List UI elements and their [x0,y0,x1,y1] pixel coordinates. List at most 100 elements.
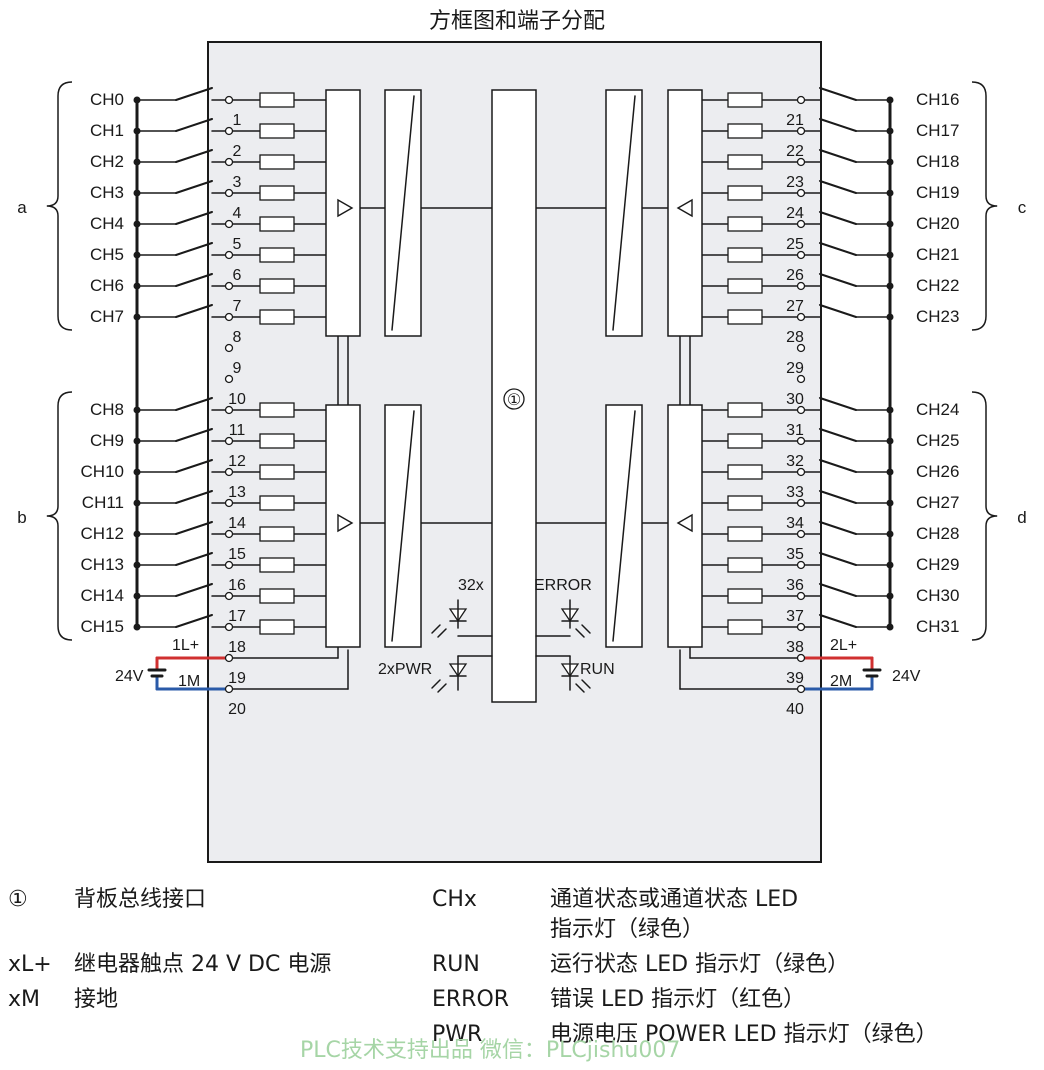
led-32x-icon-ray [437,628,447,638]
triangle-left-icon [676,198,693,218]
terminal-number-20: 20 [228,701,246,718]
legend-desc-chx-2: 指示灯（绿色） [550,917,705,942]
isolation-slash [612,95,636,331]
terminal-number-9: 9 [233,360,242,377]
legend-desc-pwr: 电源电压 POWER LED 指示灯（绿色） [550,1022,938,1047]
switch-contact [175,118,213,132]
terminal-number-35: 35 [786,546,804,563]
switch-contact [819,397,857,411]
terminal-screw [224,343,234,353]
label-2m: 2M [830,673,852,690]
terminal-number-29: 29 [786,360,804,377]
resistor [727,278,763,294]
driver-block-c [667,89,703,337]
resistor [259,495,295,511]
channel-label-ch7: CH7 [90,307,124,326]
terminal-screw [796,312,806,322]
switch-contact [819,583,857,597]
driver-block-d [667,404,703,648]
resistor [259,526,295,542]
terminal-screw [796,591,806,601]
switch-contact [175,211,213,225]
terminal-number-3: 3 [233,174,242,191]
resistor [259,216,295,232]
terminal-screw [224,591,234,601]
status-leds [431,599,591,693]
resistor [259,185,295,201]
terminal-screw [224,312,234,322]
terminal-number-1: 1 [233,112,242,129]
terminal-screw [224,374,234,384]
terminal-number-14: 14 [228,515,246,532]
channel-label-ch11: CH11 [82,493,124,512]
channel-label-ch16: CH16 [916,90,959,109]
resistor [259,278,295,294]
channel-label-ch4: CH4 [90,214,124,233]
legend-desc-chx: 通道状态或通道状态 LED [550,887,799,912]
resistor [727,247,763,263]
terminal-screw [796,126,806,136]
terminal-screw [224,188,234,198]
switch-contact [819,490,857,504]
channel-label-ch29: CH29 [916,555,959,574]
terminal-screw [796,560,806,570]
channel-label-ch25: CH25 [916,431,959,450]
terminal-number-22: 22 [786,143,804,160]
switch-contact [175,583,213,597]
watermark: PLC技术支持出品 微信：PLCjishu007 [300,1038,681,1063]
label-error: ERROR [534,577,592,594]
resistor [259,247,295,263]
terminal-screw [224,405,234,415]
terminal-number-2: 2 [233,143,242,160]
isolation-slash [391,95,415,331]
led-pwr-icon-ray [431,679,441,689]
switch-contact [819,521,857,535]
channel-label-ch0: CH0 [90,90,124,109]
legend-key-run: RUN [432,952,480,977]
terminal-number-13: 13 [228,484,246,501]
terminal-number-27: 27 [786,298,804,315]
function-blocks [325,89,703,703]
driver-block-b [325,404,361,648]
group-label-c: c [1018,198,1027,217]
terminal-number-39: 39 [786,670,804,687]
channel-label-ch17: CH17 [916,121,959,140]
terminal-screw [796,622,806,632]
resistor [727,92,763,108]
legend-key-pwr: PWR [432,1022,483,1047]
terminal-number-37: 37 [786,608,804,625]
terminal-number-5: 5 [233,236,242,253]
switch-contact [175,521,213,535]
brace-d [971,391,998,641]
channel-label-ch2: CH2 [90,152,124,171]
channel-label-ch6: CH6 [90,276,124,295]
resistor [727,526,763,542]
label-1m: 1M [178,673,200,690]
resistor [259,619,295,635]
terminal-number-40: 40 [786,701,804,718]
switch-contact [175,87,213,101]
terminal-number-8: 8 [233,329,242,346]
channel-label-ch19: CH19 [916,183,959,202]
triangle-right-icon [337,513,354,533]
group-label-d: d [1017,508,1026,527]
resistor [727,464,763,480]
switch-contact [819,304,857,318]
terminal-screw [796,219,806,229]
led-error-icon-ray [575,628,585,638]
terminal-screw [796,684,806,694]
switch-contact [175,242,213,256]
channel-label-ch10: CH10 [81,462,124,481]
resistor [727,557,763,573]
terminal-screw [224,157,234,167]
legend-desc-run: 运行状态 LED 指示灯（绿色） [550,952,850,977]
channel-label-ch26: CH26 [916,462,959,481]
switch-contact [819,87,857,101]
terminal-number-32: 32 [786,453,804,470]
switch-contact [819,273,857,287]
channel-label-ch20: CH20 [916,214,959,233]
resistor [727,619,763,635]
terminals [224,95,806,694]
resistor [727,495,763,511]
legend-key-chx: CHx [432,887,477,912]
